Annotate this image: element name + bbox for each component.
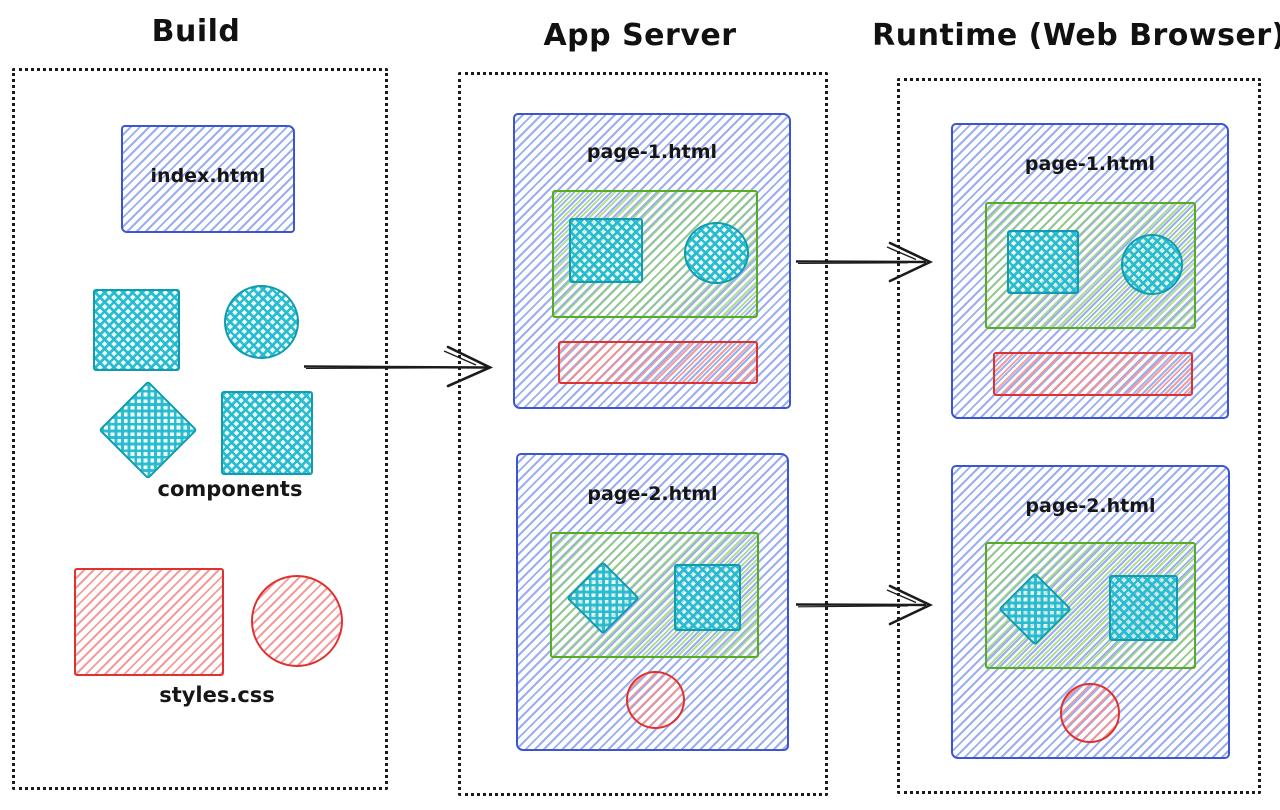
page2-content-rect: [550, 532, 759, 658]
runtime-page1-circle-shape: [1121, 234, 1183, 295]
index-html-card: index.html: [121, 125, 295, 233]
component-circle-shape: [224, 285, 299, 359]
build-stage-box: index.html components styles.css: [12, 68, 388, 790]
page2-square-shape: [674, 564, 741, 631]
runtime-page1-style-bar: [993, 352, 1193, 396]
runtime-page2-content-rect: [985, 542, 1196, 669]
page1-style-bar: [558, 341, 758, 384]
page1-circle-shape: [684, 222, 749, 284]
app-server-page2-label: page-2.html: [587, 483, 718, 505]
page1-content-rect: [552, 190, 758, 318]
styles-circle-shape: [251, 575, 343, 667]
components-label: components: [157, 477, 303, 501]
styles-css-label: styles.css: [159, 683, 275, 707]
runtime-page1-content-rect: [985, 202, 1196, 329]
app-server-page2-card: page-2.html: [516, 453, 789, 751]
build-title: Build: [151, 14, 241, 49]
runtime-page1-square-shape: [1007, 230, 1079, 294]
component-square2-shape: [221, 391, 313, 475]
page2-style-circle: [626, 671, 685, 729]
page2-diamond-shape: [566, 561, 640, 635]
appserver-page2-to-runtime-arrow: [795, 584, 934, 626]
index-html-label: index.html: [150, 165, 266, 187]
component-square-shape: [93, 289, 180, 371]
runtime-page2-diamond-shape: [998, 572, 1072, 646]
appserver-page1-to-runtime-arrow: [795, 241, 934, 283]
runtime-page1-label: page-1.html: [1024, 153, 1156, 175]
runtime-page1-card: page-1.html: [951, 123, 1229, 419]
runtime-title: Runtime (Web Browser): [872, 18, 1280, 53]
runtime-stage-box: page-1.html page-2.html: [897, 78, 1261, 794]
build-to-appserver-arrow: [303, 345, 494, 388]
app-server-page1-label: page-1.html: [586, 141, 718, 163]
app-server-page1-card: page-1.html: [513, 113, 791, 409]
component-diamond-shape: [98, 380, 198, 480]
app-server-title: App Server: [543, 18, 737, 53]
page1-square-shape: [569, 218, 643, 283]
styles-rect-shape: [74, 568, 224, 676]
runtime-page2-style-circle: [1060, 683, 1120, 743]
app-server-stage-box: page-1.html page-2.html: [458, 72, 828, 796]
runtime-page2-card: page-2.html: [951, 465, 1230, 759]
runtime-page2-square-shape: [1109, 575, 1178, 641]
runtime-page2-label: page-2.html: [1025, 495, 1156, 517]
